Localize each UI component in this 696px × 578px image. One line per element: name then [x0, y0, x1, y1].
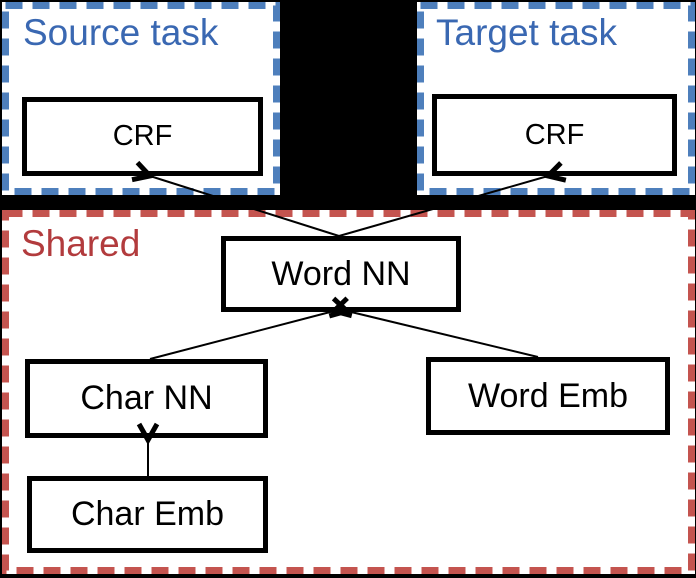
target-task-label: Target task: [436, 12, 617, 53]
source-task-label: Source task: [23, 12, 219, 53]
node-label: Word NN: [271, 254, 411, 293]
node-label: Char NN: [80, 379, 213, 417]
node-label: Char Emb: [70, 495, 225, 533]
node-label: CRF: [112, 120, 173, 152]
node-label: Word Emb: [468, 376, 628, 415]
node-char-emb: Char Emb: [27, 476, 268, 553]
node-crf-source: CRF: [22, 97, 263, 176]
shared-label: Shared: [21, 223, 141, 264]
node-char-nn: Char NN: [25, 359, 268, 438]
node-label: CRF: [524, 118, 585, 151]
node-word-emb: Word Emb: [426, 357, 670, 435]
node-word-nn: Word NN: [221, 236, 461, 312]
node-crf-target: CRF: [432, 94, 677, 176]
